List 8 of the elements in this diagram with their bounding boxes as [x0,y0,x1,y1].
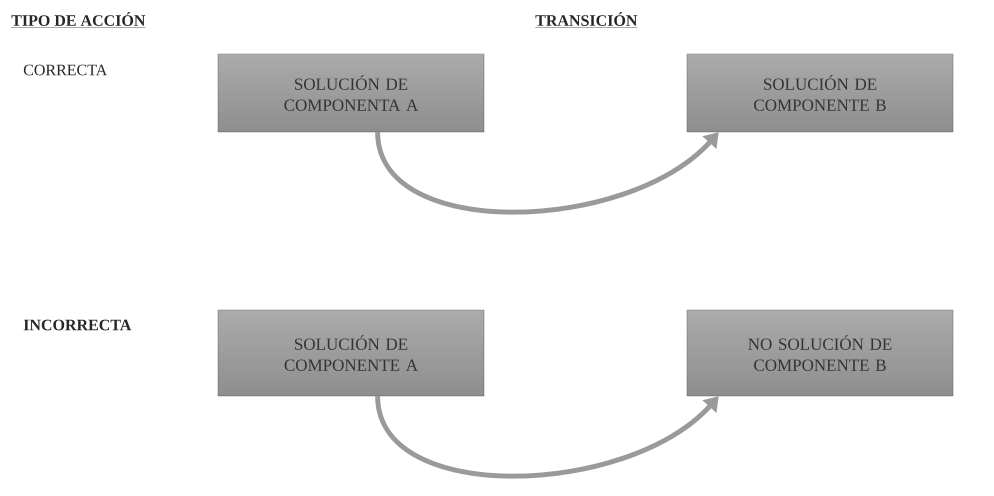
process-box: NO SOLUCIÓN DE COMPONENTE B [686,310,954,396]
column-heading: TIPO DE ACCIÓN [11,12,146,28]
column-heading: TRANSICIÓN [535,12,638,28]
row-label: CORRECTA [24,64,108,76]
process-box: SOLUCIÓN DE COMPONENTE B [686,54,954,132]
process-box: SOLUCIÓN DE COMPONENTE A [218,310,484,396]
process-box: SOLUCIÓN DE COMPONENTA A [218,54,484,132]
row-label: INCORRECTA [24,320,132,330]
